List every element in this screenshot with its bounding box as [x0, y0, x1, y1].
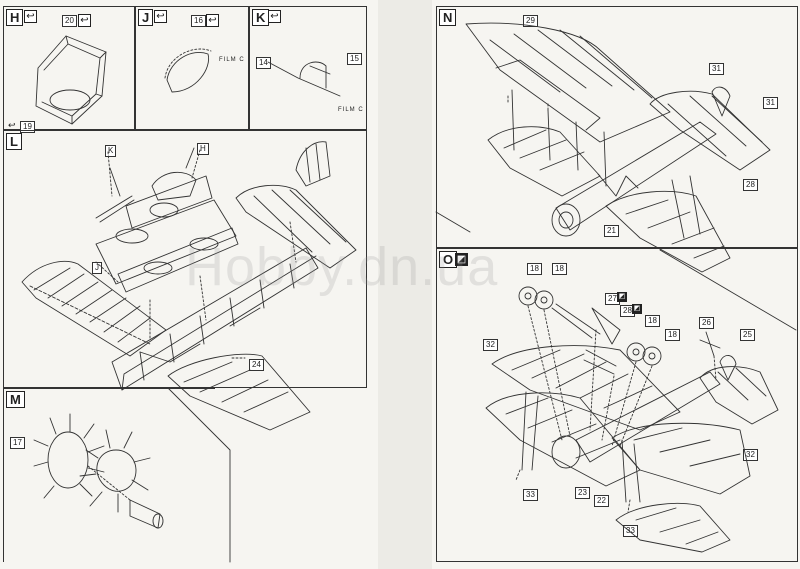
- part-callout: 32: [743, 449, 758, 461]
- part-callout: 18: [527, 263, 542, 275]
- watermark: Hobby.dn.ua: [185, 237, 499, 297]
- ref-callout: H: [197, 143, 209, 155]
- part-callout: 33: [523, 489, 538, 501]
- fuselage-part: [111, 247, 319, 391]
- step-n-panel: N 29 31 31 28 21: [436, 6, 798, 248]
- step-letter: J: [138, 9, 154, 26]
- fold-arrow-icon: ↩: [154, 10, 167, 23]
- film-label: FILM C: [219, 57, 245, 63]
- part-callout: 22: [594, 495, 609, 507]
- cockpit-frame-part: [35, 35, 107, 125]
- part-callout: 31: [763, 97, 778, 109]
- step-k-panel: K ↩ 14 15 FILM C: [249, 6, 367, 130]
- interplane-struts: [507, 89, 701, 239]
- part-callout: 26: [699, 317, 714, 329]
- tail-plane-part: [649, 86, 771, 171]
- ref-callout: K: [105, 145, 117, 157]
- right-lower-wing-part: [167, 353, 311, 431]
- panel-corner-line: [435, 211, 797, 331]
- part-callout: 21: [604, 225, 619, 237]
- assembly-guides: [515, 305, 717, 513]
- machine-gun-part: [95, 147, 195, 223]
- step-letter: N: [439, 9, 457, 26]
- part-callout: 33: [623, 525, 638, 537]
- panel-corner-line: [167, 387, 231, 563]
- fuselage-assembly: [551, 121, 717, 237]
- part-callout: 23: [575, 487, 590, 499]
- film-label: FILM C: [338, 107, 364, 113]
- step-letter: M: [6, 391, 25, 408]
- right-page: [432, 0, 800, 569]
- tail-part: [235, 141, 357, 269]
- part-callout: 18: [552, 263, 567, 275]
- etch-fret-icon: ◩: [455, 253, 468, 266]
- step-letter: L: [6, 133, 22, 150]
- part-callout: 16: [191, 15, 206, 27]
- part-callout: 24: [249, 359, 264, 371]
- part-callout: 32: [483, 339, 498, 351]
- part-callout: 31: [709, 63, 724, 75]
- rotary-engine-part: [33, 413, 164, 529]
- fold-arrow-icon: ↩: [8, 120, 16, 130]
- step-j-panel: J ↩ 16 ↩ FILM C: [135, 6, 249, 130]
- fold-arrow-icon: ↩: [24, 10, 37, 23]
- biplane-assembly: [485, 345, 779, 553]
- landing-gear-parts: [518, 286, 721, 375]
- step-m-panel: M 17: [3, 388, 215, 562]
- left-page: [0, 0, 378, 569]
- windscreen-frame-part: [267, 61, 341, 97]
- part-callout: 17: [10, 437, 25, 449]
- part-callout: 15: [347, 53, 362, 65]
- step-o-panel: O ◩ 18 18 27 ◩ 28 ◩ 18 18 26 25 32 32 23…: [436, 248, 798, 562]
- step-l-panel: L K H J 24: [3, 130, 367, 388]
- lower-wings-part: [487, 126, 731, 273]
- windscreen-part: [164, 48, 212, 93]
- part-callout: 18: [665, 329, 680, 341]
- part-callout: 25: [740, 329, 755, 341]
- lower-wing-part: [21, 261, 167, 357]
- cockpit-floor-part: [95, 171, 239, 293]
- upper-wing-part: [465, 22, 671, 143]
- etch-fret-icon: ◩: [632, 304, 642, 314]
- part-callout: 29: [523, 15, 538, 27]
- part-callout: 18: [645, 315, 660, 327]
- fold-arrow-icon: ↩: [206, 14, 219, 27]
- assembly-guides: [95, 149, 297, 359]
- part-callout: 20: [62, 15, 77, 27]
- part-callout: 28: [743, 179, 758, 191]
- fold-arrow-icon: ↩: [78, 14, 91, 27]
- fold-arrow-icon: ↩: [268, 10, 281, 23]
- etch-fret-icon: ◩: [617, 292, 627, 302]
- step-letter: H: [6, 9, 24, 26]
